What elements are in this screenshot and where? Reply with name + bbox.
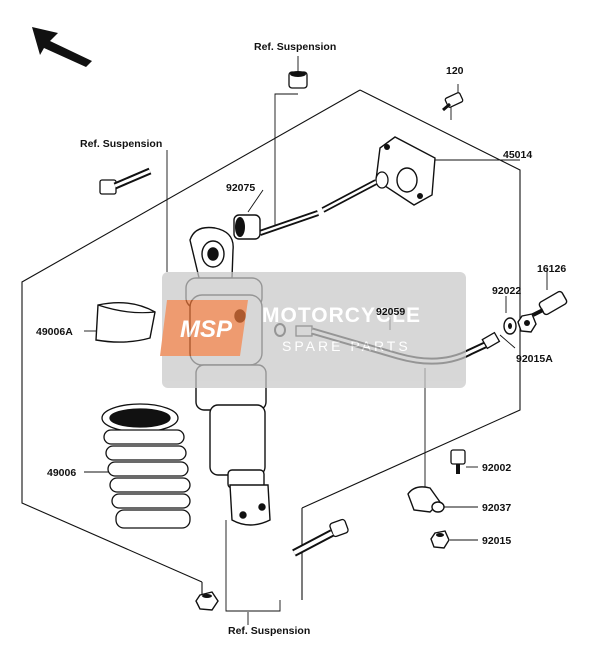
fitting-16126-part — [532, 290, 568, 317]
nut-92015A-part — [517, 313, 537, 333]
label-92075: 92075 — [226, 182, 255, 194]
label-92015A: 92015A — [516, 353, 553, 365]
watermark-title: MOTORCYCLE — [262, 304, 421, 327]
label-49006A: 49006A — [36, 326, 73, 338]
label-ref-suspension-left: Ref. Suspension — [80, 138, 162, 150]
label-45014: 45014 — [503, 149, 532, 161]
label-120: 120 — [446, 65, 464, 77]
watermark-subtitle: SPARE PARTS — [282, 338, 411, 354]
nut-92015-part — [430, 530, 450, 549]
label-49006: 49006 — [47, 467, 76, 479]
assembly-outline — [21, 89, 521, 600]
cover-49006A-part — [95, 302, 156, 343]
bellows-49006-part — [101, 403, 191, 529]
left-bolt-part — [99, 167, 152, 195]
label-ref-suspension-top: Ref. Suspension — [254, 41, 336, 53]
washer-92022-part — [503, 317, 517, 335]
watermark: MSP MOTORCYCLE SPARE PARTS — [160, 272, 466, 388]
part-labels: Ref. Suspension Ref. Suspension Ref. Sus… — [36, 41, 566, 637]
lower-bolt-part — [292, 518, 349, 557]
label-92015: 92015 — [482, 535, 511, 547]
label-92059: 92059 — [376, 306, 405, 318]
watermark-logo: MSP — [180, 316, 233, 343]
label-92037: 92037 — [482, 502, 511, 514]
clamp-92037-part — [407, 486, 445, 513]
bolt-92002-part — [450, 449, 466, 474]
label-92022: 92022 — [492, 285, 521, 297]
label-16126: 16126 — [537, 263, 566, 275]
label-ref-suspension-bottom: Ref. Suspension — [228, 625, 310, 637]
lower-nut-part — [195, 591, 219, 611]
bolt-120-part — [442, 92, 464, 112]
label-92002: 92002 — [482, 462, 511, 474]
direction-arrow-icon — [32, 27, 92, 67]
watermark-logo-badge — [160, 300, 248, 356]
collar-92075-part — [233, 214, 261, 240]
nut-part — [288, 71, 308, 89]
preload-adjuster-part — [259, 136, 436, 236]
